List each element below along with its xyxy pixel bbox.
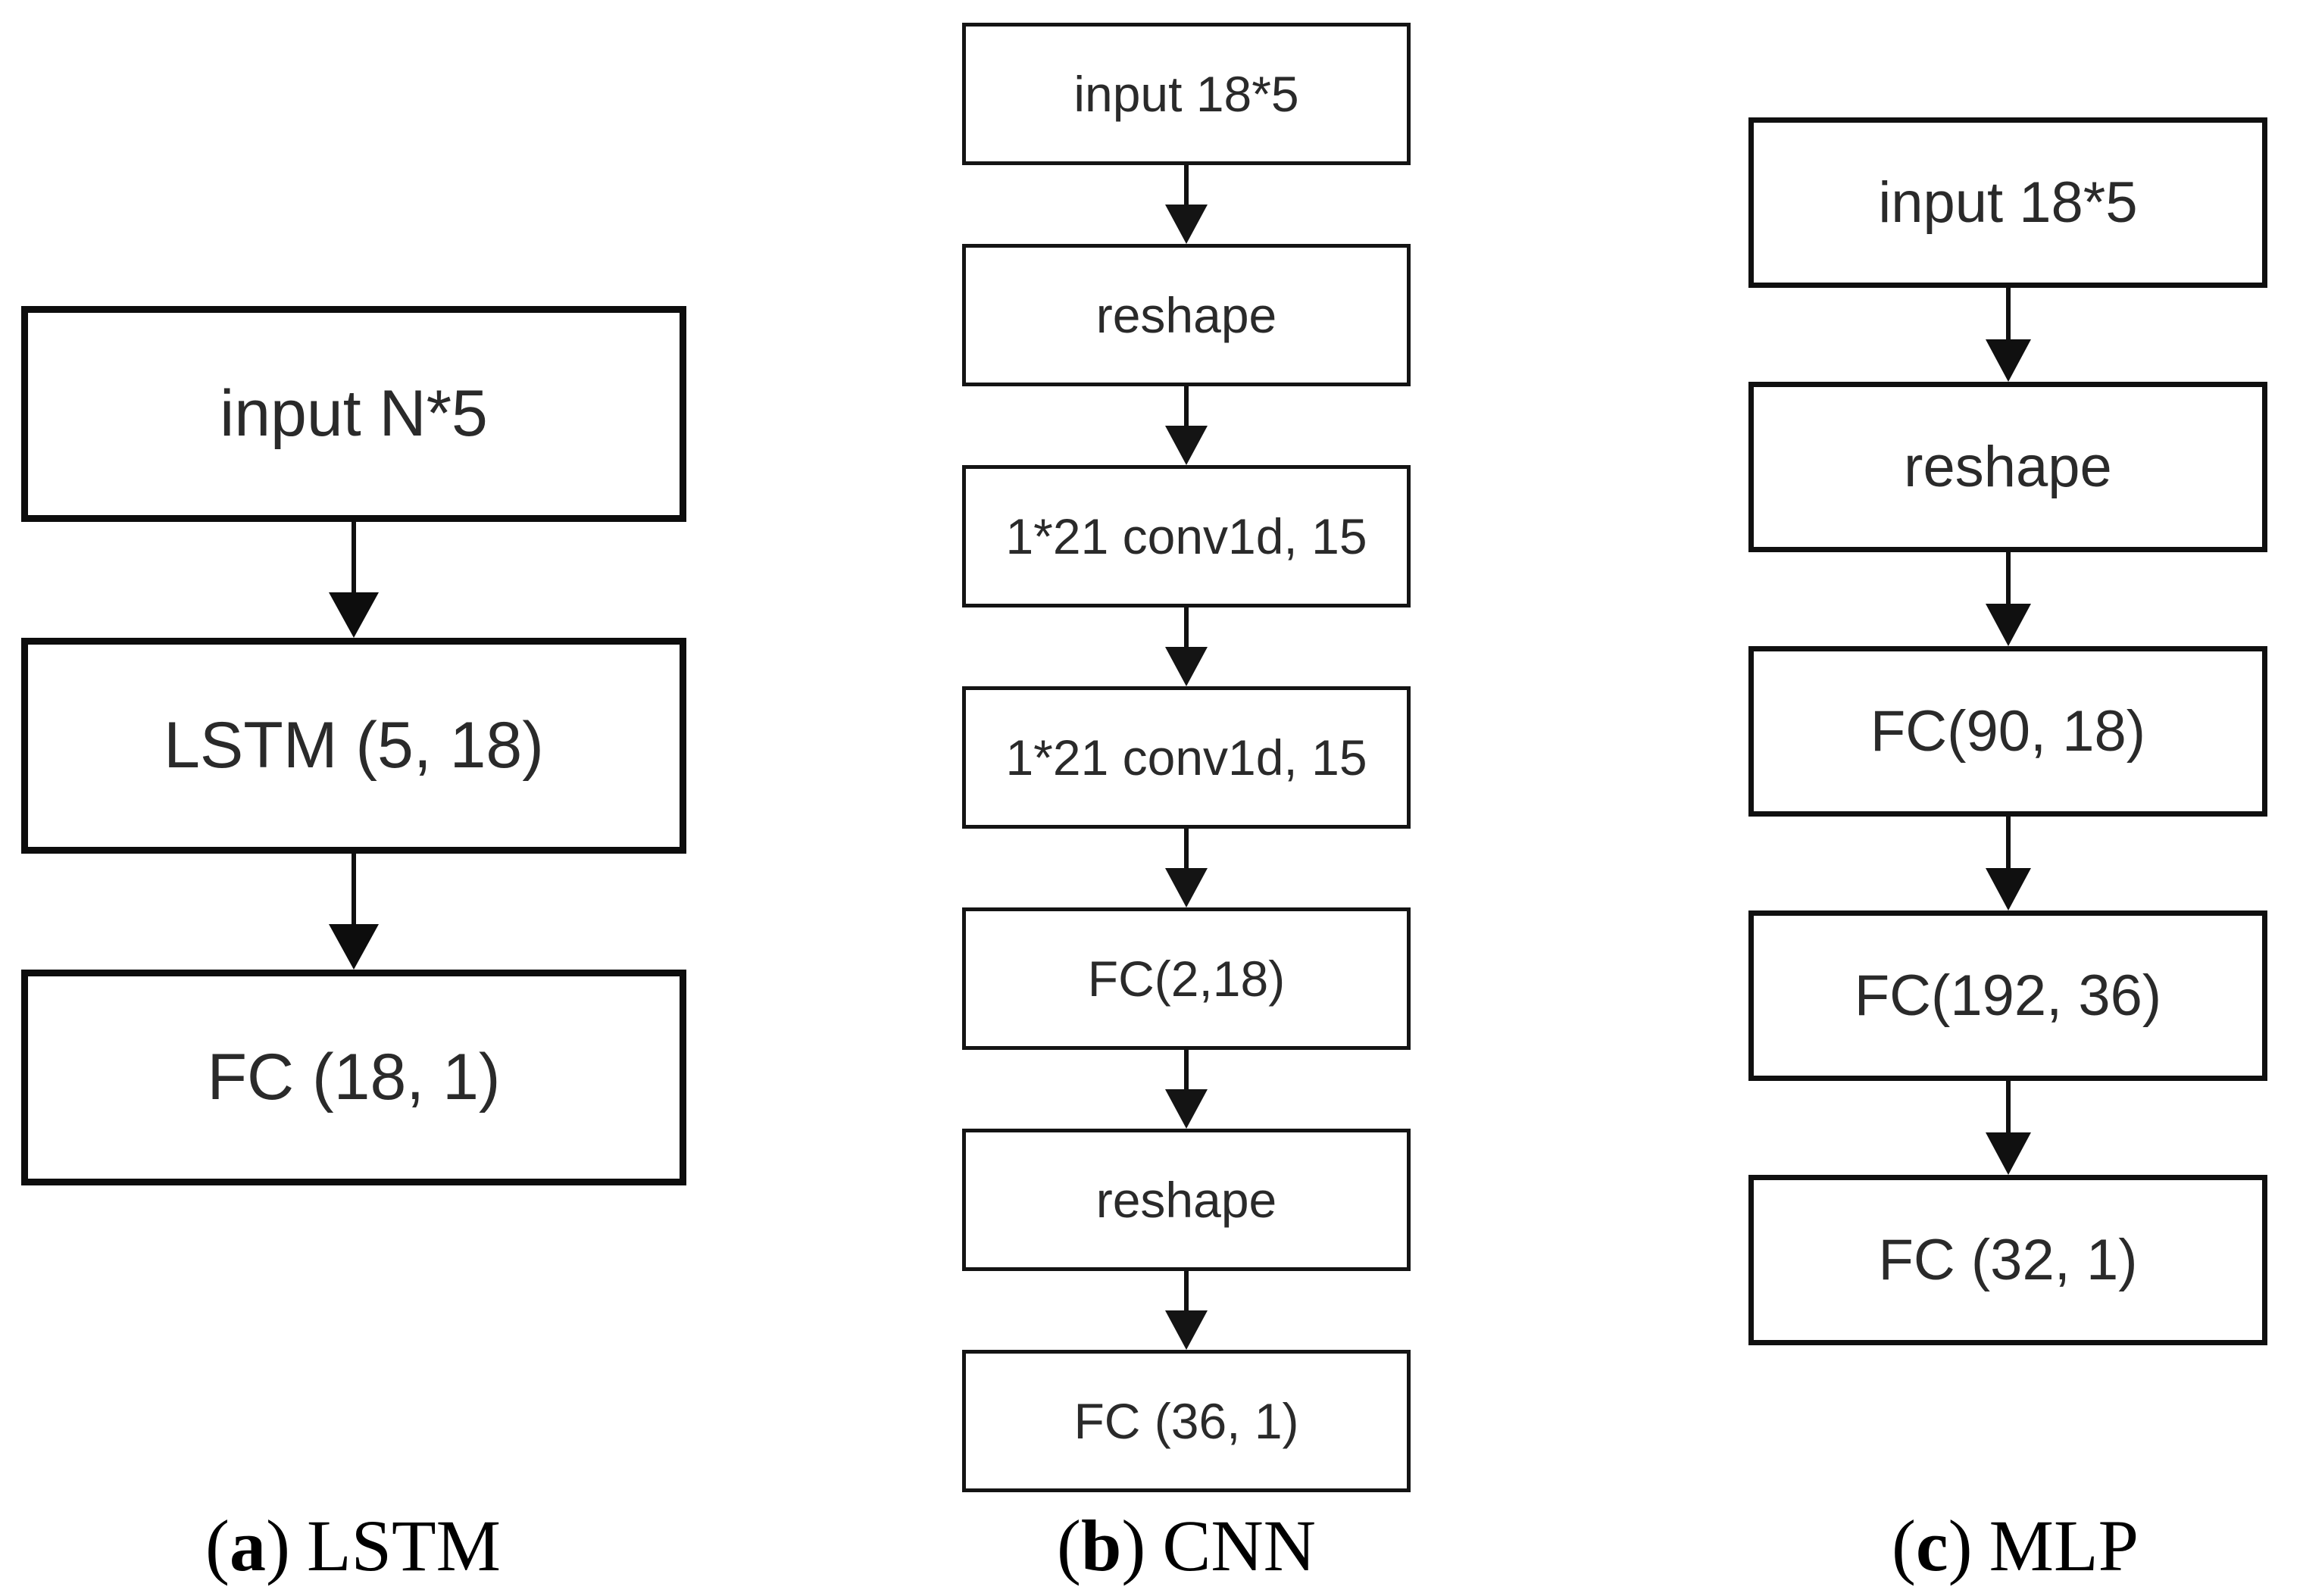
arrow-head (1165, 1089, 1208, 1129)
arrow-shaft (352, 522, 356, 592)
arrow-shaft (1184, 386, 1189, 426)
caption-label: LSTM (306, 1505, 501, 1586)
lstm-box-input: input N*5 (21, 306, 686, 522)
caption-lstm: (a)LSTM (88, 1504, 618, 1588)
cnn-box-conv1: 1*21 conv1d, 15 (962, 465, 1411, 607)
caption-label: CNN (1162, 1505, 1316, 1586)
box-label: LSTM (5, 18) (164, 709, 544, 782)
arrow-head (329, 924, 379, 970)
arrow-head (1985, 339, 2031, 382)
arrow-down-icon (962, 165, 1411, 244)
arrow-down-icon (1748, 817, 2267, 910)
caption-paren-close: ) (1948, 1505, 1973, 1586)
arrow-shaft (352, 854, 356, 924)
arrow-shaft (2005, 552, 2011, 604)
caption-paren-open: ( (1056, 1505, 1081, 1586)
arrow-shaft (2005, 817, 2011, 868)
mlp-box-fc-192-36: FC(192, 36) (1748, 910, 2267, 1081)
diagram-mlp: input 18*5 reshape FC(90, 18) FC(192, 36… (1748, 117, 2267, 1345)
mlp-box-input: input 18*5 (1748, 117, 2267, 288)
arrow-down-icon (21, 522, 686, 638)
box-label: reshape (1095, 1172, 1277, 1228)
box-label: 1*21 conv1d, 15 (1005, 729, 1367, 786)
cnn-box-fc-36-1: FC (36, 1) (962, 1350, 1411, 1492)
arrow-down-icon (962, 1050, 1411, 1129)
cnn-box-fc-2-18: FC(2,18) (962, 907, 1411, 1050)
mlp-box-fc-90-18: FC(90, 18) (1748, 646, 2267, 817)
cnn-box-reshape-1: reshape (962, 244, 1411, 386)
arrow-down-icon (962, 829, 1411, 907)
lstm-box-lstm-layer: LSTM (5, 18) (21, 638, 686, 854)
box-label: FC (36, 1) (1073, 1393, 1299, 1449)
arrow-shaft (2005, 1081, 2011, 1132)
caption-paren-open: ( (205, 1505, 230, 1586)
arrow-down-icon (1748, 552, 2267, 646)
caption-label: MLP (1989, 1505, 2139, 1586)
caption-letter: c (1916, 1505, 1948, 1586)
box-label: input N*5 (220, 377, 488, 450)
box-label: input 18*5 (1073, 66, 1299, 122)
box-label: 1*21 conv1d, 15 (1005, 508, 1367, 564)
cnn-box-input: input 18*5 (962, 23, 1411, 165)
arrow-shaft (1184, 829, 1189, 868)
arrow-down-icon (1748, 288, 2267, 382)
box-label: reshape (1904, 435, 2112, 499)
arrow-head (1165, 868, 1208, 907)
arrow-down-icon (21, 854, 686, 970)
mlp-box-fc-32-1: FC (32, 1) (1748, 1175, 2267, 1345)
mlp-box-reshape: reshape (1748, 382, 2267, 552)
arrow-head (1165, 1310, 1208, 1350)
cnn-box-reshape-2: reshape (962, 1129, 1411, 1271)
arrow-shaft (1184, 165, 1189, 205)
diagram-lstm: input N*5 LSTM (5, 18) FC (18, 1) (21, 306, 686, 1185)
box-label: FC(2,18) (1087, 951, 1286, 1007)
arrow-head (1985, 1132, 2031, 1175)
arrow-shaft (2005, 288, 2011, 339)
caption-letter: b (1080, 1505, 1122, 1586)
box-label: input 18*5 (1878, 170, 2138, 235)
caption-paren-close: ) (265, 1505, 290, 1586)
arrow-head (1165, 647, 1208, 686)
arrow-head (1985, 604, 2031, 646)
arrow-head (1985, 868, 2031, 910)
caption-cnn: (b)CNN (921, 1504, 1451, 1588)
box-label: FC(90, 18) (1870, 699, 2146, 764)
arrow-down-icon (962, 1271, 1411, 1350)
arrow-shaft (1184, 1050, 1189, 1089)
cnn-box-conv2: 1*21 conv1d, 15 (962, 686, 1411, 829)
caption-letter: a (229, 1505, 266, 1586)
arrow-down-icon (962, 386, 1411, 465)
box-label: reshape (1095, 287, 1277, 343)
box-label: FC(192, 36) (1854, 964, 2162, 1028)
box-label: FC (32, 1) (1878, 1228, 2138, 1292)
arrow-down-icon (962, 607, 1411, 686)
arrow-down-icon (1748, 1081, 2267, 1175)
arrow-shaft (1184, 607, 1189, 647)
arrow-shaft (1184, 1271, 1189, 1310)
arrow-head (1165, 426, 1208, 465)
caption-paren-open: ( (1892, 1505, 1916, 1586)
box-label: FC (18, 1) (207, 1041, 501, 1113)
arrow-head (329, 592, 379, 638)
arrow-head (1165, 205, 1208, 244)
caption-mlp: (c)MLP (1750, 1504, 2280, 1588)
lstm-box-fc-layer: FC (18, 1) (21, 970, 686, 1185)
caption-paren-close: ) (1121, 1505, 1146, 1586)
diagram-cnn: input 18*5 reshape 1*21 conv1d, 15 1*21 … (962, 23, 1411, 1492)
